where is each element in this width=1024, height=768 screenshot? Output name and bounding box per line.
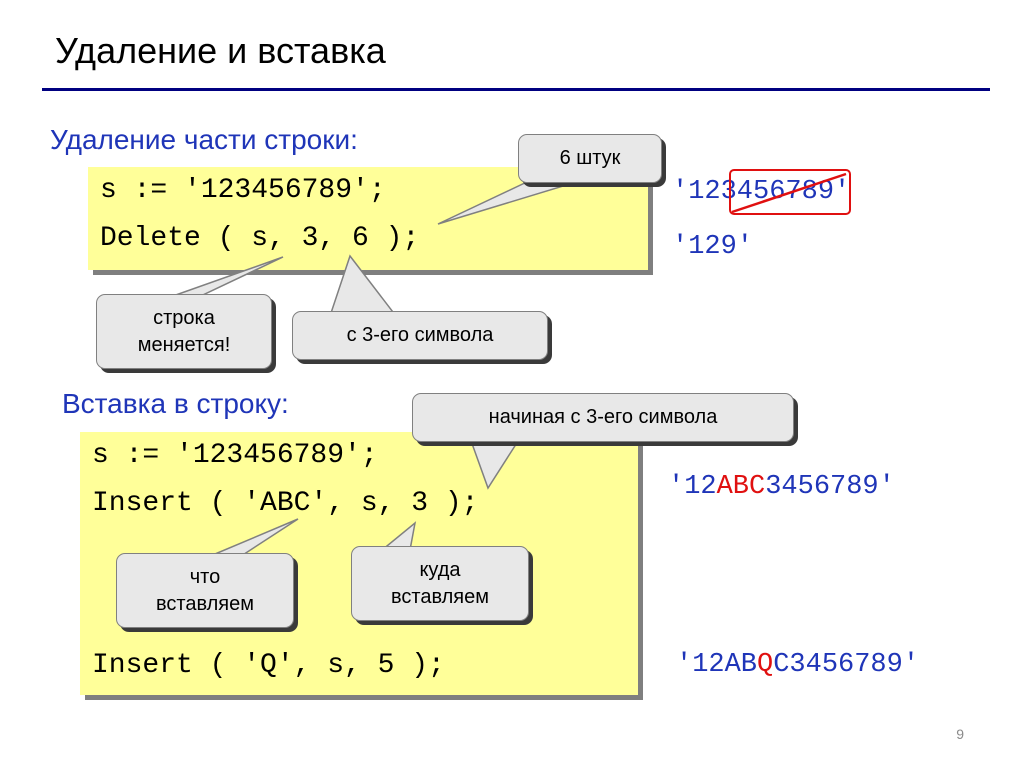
delete-heading: Удаление части строки: [50,124,358,155]
insert-heading: Вставка в строку: [62,388,289,419]
callout-starting-from: начиная с 3-его символа [412,393,794,442]
callout-where-line-1: куда [419,558,461,581]
page-number: 9 [956,726,964,742]
callout-count: 6 штук [518,134,662,183]
delete-result-after: '129' [672,232,754,262]
insert-result-2-inserted: Q [757,650,774,680]
insert-code-line-1: s := '123456789'; [92,440,378,471]
insert-result-1-prefix: '12 [668,472,717,502]
insert-result-2-suffix: C3456789' [773,650,920,680]
delete-code-line-1: s := '123456789'; [100,175,386,206]
title-divider [42,88,990,91]
insert-code-line-2: Insert ( 'ABC', s, 3 ); [92,488,479,519]
insert-code-line-3: Insert ( 'Q', s, 5 ); [92,650,445,681]
insert-result-1: '12ABC3456789' [668,472,895,502]
callout-from-third: с 3-его символа [292,311,548,360]
insert-result-2: '12ABQC3456789' [676,650,919,680]
delete-code-line-2: Delete ( s, 3, 6 ); [100,223,420,254]
insert-result-1-inserted: ABC [716,472,766,502]
result-prefix: '12 [672,177,721,207]
callout-where: куда вставляем [351,546,529,621]
callout-what: что вставляем [116,553,294,628]
callout-string-changes: строка меняется! [96,294,272,369]
callout-string-changes-line-1: строка [153,306,215,329]
callout-string-changes-line-2: меняется! [137,333,231,356]
callout-where-line-2: вставляем [391,585,489,608]
insert-result-1-suffix: 3456789' [765,472,895,502]
insert-result-2-prefix: '12AB [676,650,758,680]
deleted-highlight-box [729,169,851,215]
callout-what-line-1: что [189,565,221,588]
slide-title: Удаление и вставка [55,30,386,71]
callout-what-line-2: вставляем [156,592,254,615]
